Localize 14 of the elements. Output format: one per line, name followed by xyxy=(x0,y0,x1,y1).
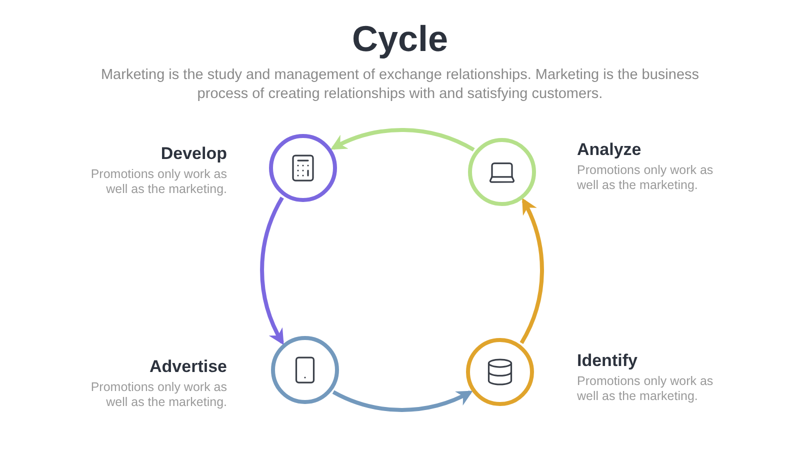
step-heading: Analyze xyxy=(577,140,642,160)
step-description: Promotions only work as well as the marketing. xyxy=(90,380,227,410)
step-description: Promotions only work as well as the marketing. xyxy=(577,374,714,404)
step-heading: Identify xyxy=(577,351,638,371)
step-description: Promotions only work as well as the marketing. xyxy=(577,163,714,193)
arrow xyxy=(520,198,544,344)
step-heading: Advertise xyxy=(148,357,227,377)
step-heading: Develop xyxy=(160,144,227,164)
subtitle: Marketing is the study and management of exchange relationships. Marketing is the business process of creating relationships with and satisfying customers. xyxy=(100,66,700,104)
step-description: Promotions only work as well as the marketing. xyxy=(90,167,227,197)
arrow xyxy=(260,196,284,346)
title: Cycle xyxy=(350,18,450,60)
arrow xyxy=(332,390,473,412)
arrow xyxy=(330,128,475,152)
